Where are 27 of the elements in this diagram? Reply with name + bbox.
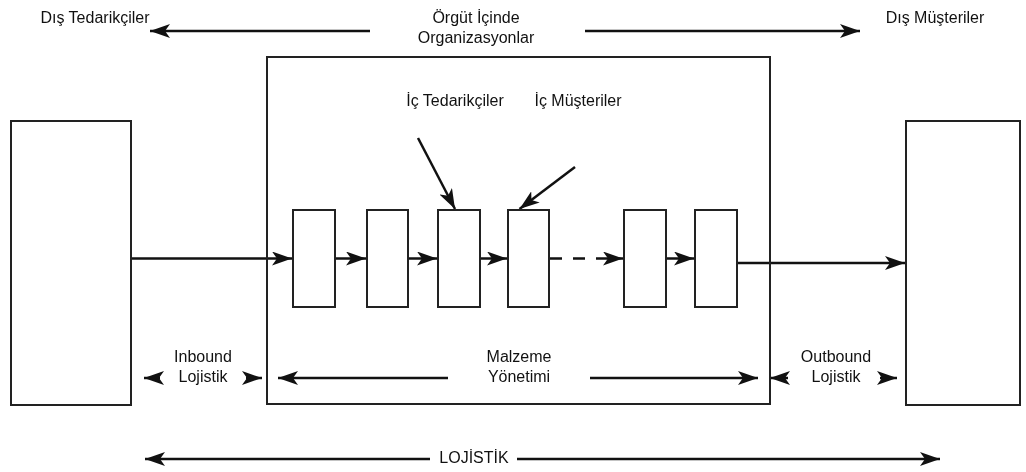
flow-arrow	[738, 256, 905, 270]
flow-arrow	[336, 251, 366, 266]
label: Malzeme Yönetimi	[485, 347, 553, 387]
leader-arrow	[416, 137, 457, 210]
flow-arrow	[132, 251, 292, 266]
process-box	[292, 209, 336, 308]
process-box	[366, 209, 409, 308]
process-box	[623, 209, 667, 308]
label: Outbound Lojistik	[799, 347, 873, 387]
label: LOJİSTİK	[438, 448, 510, 468]
process-box	[694, 209, 738, 308]
callout-text: İç Tedarikçiler	[405, 91, 505, 111]
label: Dış Tedarikçiler	[39, 8, 151, 28]
flow-arrow	[667, 251, 694, 266]
leader-arrow	[518, 166, 576, 210]
process-box	[266, 56, 771, 405]
dashed-arrow	[550, 251, 623, 266]
flow-arrow	[409, 251, 437, 266]
label: Örgüt İçinde Organizasyonlar	[416, 8, 536, 48]
label: Inbound Lojistik	[173, 347, 233, 387]
process-box	[905, 120, 1021, 406]
process-box	[437, 209, 481, 308]
label: Dış Müşteriler	[884, 8, 986, 28]
process-box	[10, 120, 132, 406]
flow-arrow	[481, 251, 507, 266]
process-box	[507, 209, 550, 308]
callout-text: İç Müşteriler	[533, 91, 623, 111]
